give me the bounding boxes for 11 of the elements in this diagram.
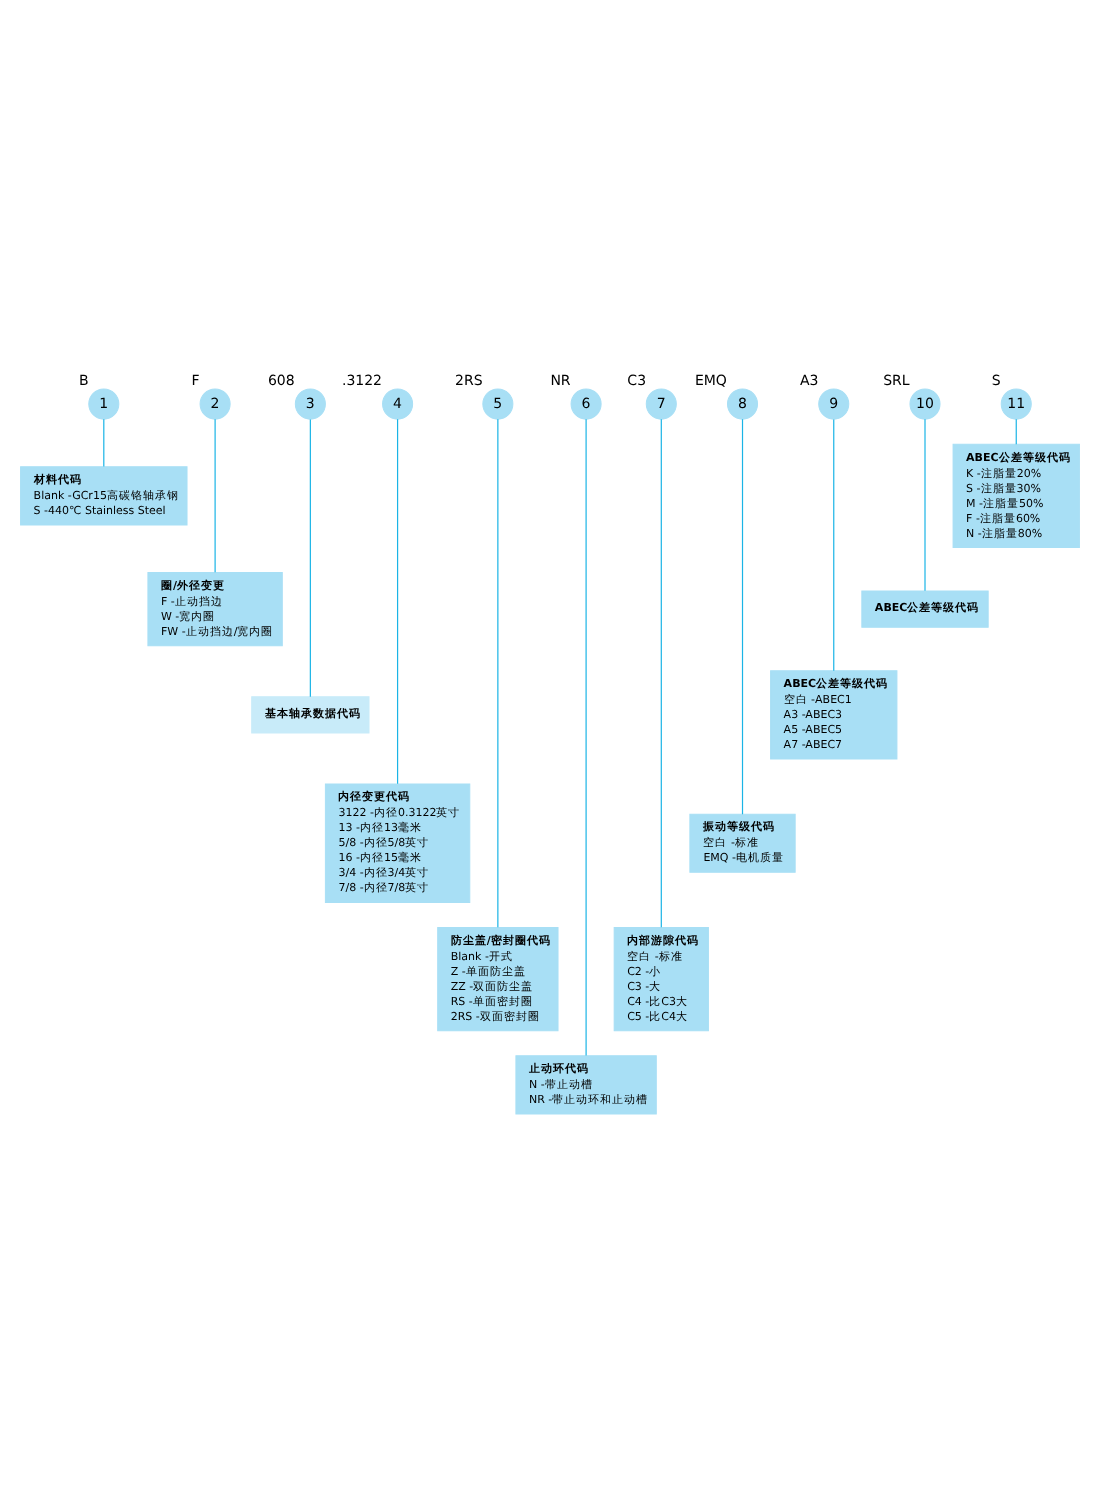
connector [1015,417,1017,444]
connector [741,417,744,814]
connector [397,417,399,784]
connector [309,417,311,697]
connector [497,417,499,927]
connector [103,417,105,467]
connector [585,417,587,1056]
connector [214,417,216,572]
connector [660,417,662,927]
connector [833,417,835,671]
connector [924,417,926,591]
